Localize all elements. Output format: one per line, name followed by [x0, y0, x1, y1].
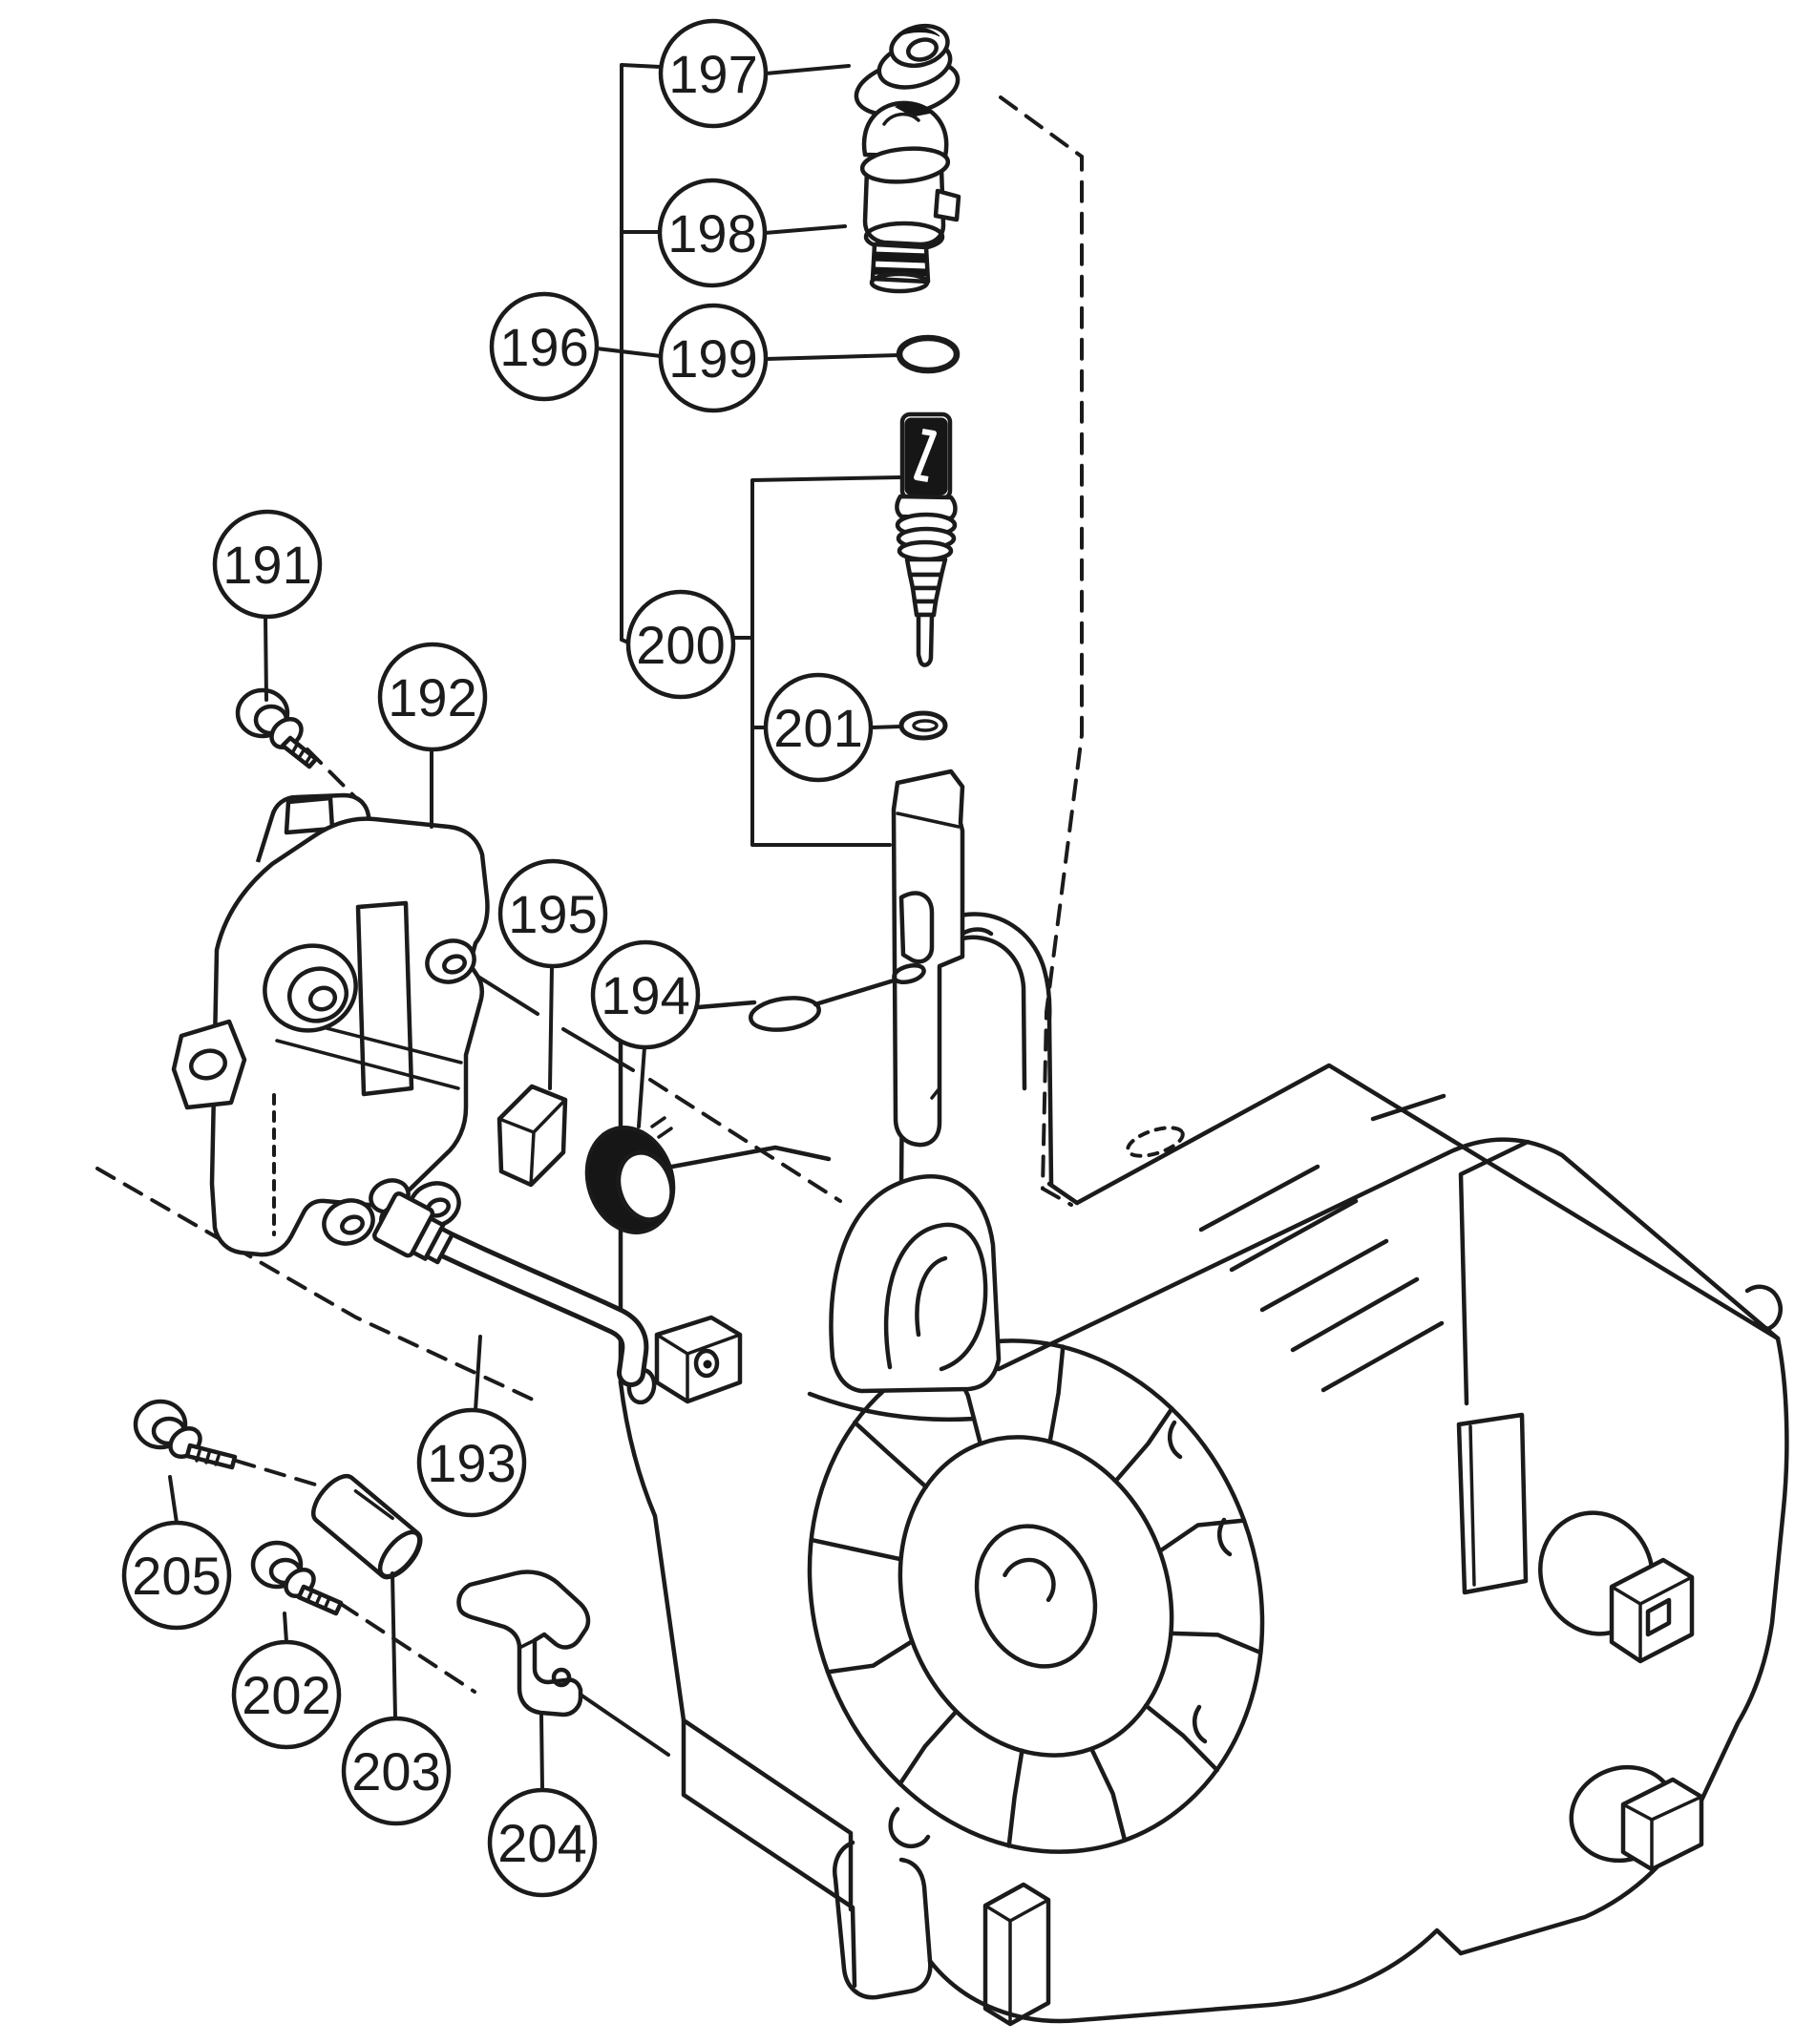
part-valve-198: [859, 100, 961, 294]
svg-text:199: 199: [668, 328, 757, 389]
part-screw-202: [250, 1540, 344, 1616]
callout-194: 194: [590, 939, 701, 1050]
part-block-195: [496, 1084, 568, 1188]
svg-text:193: 193: [427, 1433, 516, 1493]
svg-text:200: 200: [636, 615, 725, 675]
bracket-196: [620, 63, 662, 644]
callout-200: 200: [625, 589, 736, 700]
callout-195: 195: [497, 858, 608, 969]
svg-text:197: 197: [668, 44, 757, 104]
part-oring-201: [898, 710, 948, 741]
svg-text:194: 194: [601, 965, 689, 1025]
svg-text:192: 192: [388, 667, 476, 727]
callout-196: 196: [489, 291, 600, 402]
callout-191: 191: [212, 509, 323, 620]
part-oring-199: [896, 334, 961, 374]
leader-205: [168, 1475, 179, 1525]
part-screw-191: [235, 687, 319, 769]
svg-text:198: 198: [667, 203, 756, 263]
leader-lines: [168, 63, 902, 1791]
part-sleeve-203: [311, 1473, 423, 1580]
svg-text:205: 205: [132, 1546, 221, 1606]
part-bracket-204: [456, 1570, 591, 1717]
part-choke-shaft-200: [891, 769, 965, 1148]
callout-201: 201: [763, 672, 874, 783]
svg-text:196: 196: [499, 317, 588, 377]
dash-line-valve-to-engine: [999, 95, 1084, 1207]
callout-205: 205: [121, 1520, 232, 1631]
part-grommet-194: [584, 1116, 676, 1234]
callout-204: 204: [487, 1787, 598, 1898]
bracket-200: [732, 475, 902, 847]
leader-198: [763, 224, 847, 235]
leader-204: [539, 1714, 544, 1791]
callout-198: 198: [657, 178, 768, 288]
part-fuel-line-193: [371, 1191, 743, 1404]
svg-text:202: 202: [242, 1665, 330, 1725]
svg-text:191: 191: [222, 535, 311, 595]
leader-202: [283, 1612, 288, 1644]
svg-text:203: 203: [351, 1741, 440, 1802]
svg-text:204: 204: [497, 1813, 586, 1873]
callout-192: 192: [377, 642, 488, 752]
leader-195: [548, 964, 554, 1090]
callout-193: 193: [416, 1407, 527, 1518]
part-screw-205: [133, 1399, 238, 1470]
leader-191: [264, 615, 268, 702]
callout-202: 202: [231, 1639, 342, 1750]
leader-193: [474, 1335, 482, 1412]
leader-194: [637, 1045, 646, 1128]
engine-crankcase: [618, 912, 1789, 2027]
callout-203: 203: [341, 1716, 452, 1826]
callout-199: 199: [658, 303, 769, 413]
leader-203: [391, 1571, 397, 1719]
leader-199: [764, 353, 900, 361]
svg-text:201: 201: [773, 698, 862, 758]
leader-197: [764, 64, 851, 75]
leader-196: [595, 347, 663, 358]
callout-197: 197: [658, 18, 769, 129]
dash-line-screw202: [339, 1602, 476, 1694]
dash-line-grommet-to-engine: [648, 1078, 842, 1203]
part-carburetor-cover-192: [171, 792, 490, 1257]
part-needle-200: [895, 411, 958, 667]
dash-line-left-long: [95, 1167, 535, 1401]
svg-text:195: 195: [508, 884, 597, 944]
